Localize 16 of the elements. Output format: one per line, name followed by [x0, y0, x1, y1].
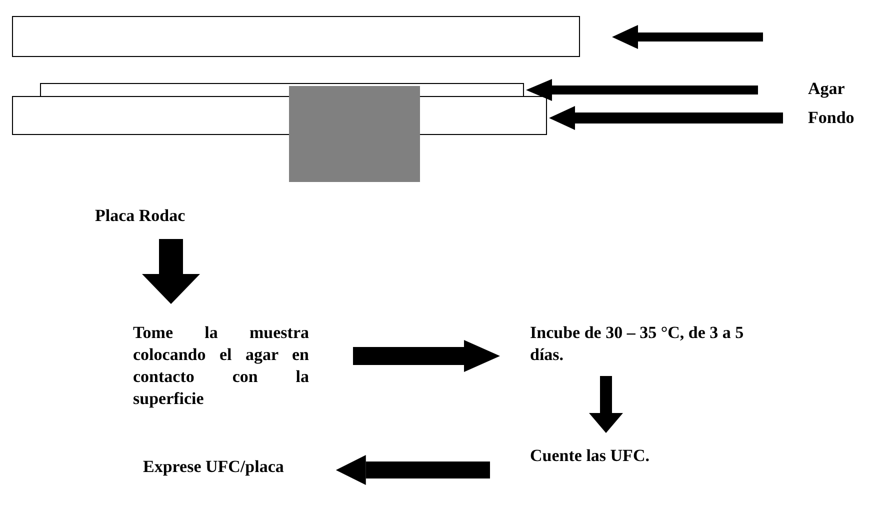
arrow	[336, 455, 490, 485]
step-text: Incube de 30 – 35 °C, de 3 a 5 días.	[530, 322, 770, 366]
arrow	[353, 340, 500, 372]
arrow	[549, 106, 783, 130]
step-text: Agar	[808, 78, 845, 100]
step-text: Exprese UFC/placa	[143, 456, 284, 478]
step-text: Tome la muestra colocando el agar en contacto con la superficie	[133, 322, 309, 410]
step-text: Placa Rodac	[95, 205, 186, 227]
arrow	[142, 239, 200, 304]
step-text: Cuente las UFC.	[530, 445, 650, 467]
arrow	[612, 25, 763, 49]
plate-layer	[12, 16, 580, 57]
arrow	[589, 376, 623, 433]
sample-contact-area	[289, 86, 420, 182]
arrow	[526, 79, 758, 101]
step-text: Fondo	[808, 107, 854, 129]
